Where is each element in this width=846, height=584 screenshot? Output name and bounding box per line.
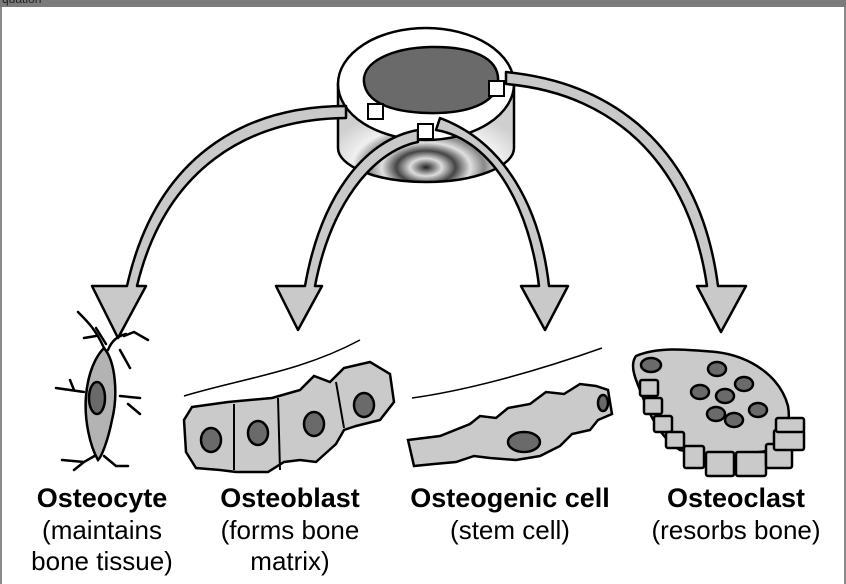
osteoblast-desc-line-1: (forms bone: [220, 515, 360, 545]
arrow-to-osteoclast: [504, 70, 748, 334]
arrow-to-osteoblast: [274, 128, 420, 332]
osteoblast-label: Osteoblast: [220, 483, 360, 513]
window-title-fragment: quation: [2, 0, 41, 6]
osteoclast-drawing: [631, 348, 806, 478]
sample-markers: [367, 80, 505, 140]
osteoblast-drawing: [182, 339, 396, 474]
window-right-edge: [844, 7, 846, 584]
marrow-cavity: [362, 45, 500, 115]
osteoblast-caption: Osteoblast (forms bone matrix): [200, 481, 380, 577]
osteocyte-label: Osteocyte: [36, 483, 168, 513]
arrows: [90, 70, 748, 340]
osteoclast-label: Osteoclast: [666, 483, 806, 513]
osteocyte-desc-line-2: bone tissue): [31, 546, 173, 576]
osteoblast-desc-line-2: matrix): [250, 546, 330, 576]
window-top-bar: quation: [0, 0, 846, 7]
osteocyte-drawing: [54, 310, 150, 472]
osteoclast-desc-line-1: (resorbs bone): [651, 515, 821, 545]
osteoclast-caption: Osteoclast (resorbs bone): [636, 481, 836, 546]
window-left-edge: [0, 7, 2, 584]
osteogenic-caption: Osteogenic cell (stem cell): [384, 481, 636, 546]
osteogenic-desc-line-1: (stem cell): [450, 515, 570, 545]
osteocyte-desc-line-1: (maintains: [42, 515, 162, 545]
osteogenic-label: Osteogenic cell: [410, 483, 610, 513]
arrow-to-osteogenic: [434, 116, 570, 332]
osteogenic-drawing: [406, 347, 614, 468]
osteocyte-caption: Osteocyte (maintains bone tissue): [12, 481, 192, 577]
